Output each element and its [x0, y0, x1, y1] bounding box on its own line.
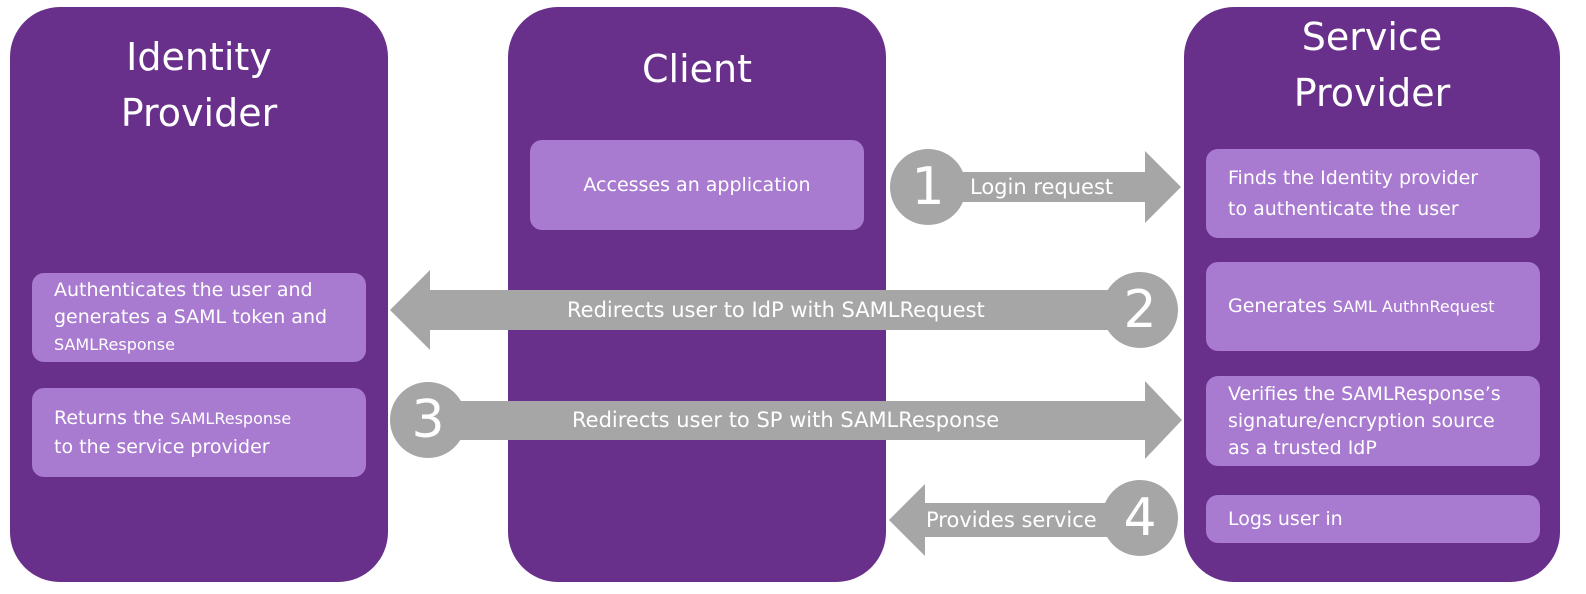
step-4-label: Provides service: [926, 508, 1097, 532]
arrow-step-3: [430, 381, 1182, 459]
identity-provider-title: Identity Provider: [120, 35, 278, 135]
step-1-label: Login request: [970, 175, 1114, 199]
arrow-step-1: [924, 151, 1181, 223]
step-4-circle: [1102, 480, 1178, 556]
step-1-number: 1: [911, 157, 945, 217]
sp-find-idp-box: Finds the Identity provider to authentic…: [1206, 149, 1540, 238]
step-1-circle: [890, 149, 966, 225]
step-2-number: 2: [1123, 280, 1157, 340]
idp-return-box: Returns the SAMLResponse to the service …: [32, 388, 366, 477]
client-title: Client: [641, 47, 752, 91]
sp-logs-user-in-box: Logs user in: [1206, 495, 1540, 543]
service-provider-title: Service Provider: [1293, 15, 1451, 115]
sp-generate-request-box: Generates SAML AuthnRequest: [1206, 262, 1540, 351]
step-3-label: Redirects user to SP with SAMLResponse: [572, 408, 1000, 432]
step-2-label: Redirects user to IdP with SAMLRequest: [567, 298, 985, 322]
idp-authenticate-box: Authenticates the user and generates a S…: [32, 273, 366, 362]
client-access-box: Accesses an application: [530, 140, 864, 230]
sp-verify-box: Verifies the SAMLResponse’s signature/en…: [1206, 376, 1540, 466]
step-3-circle: [390, 382, 466, 458]
arrow-step-4: [889, 484, 1140, 556]
step-2-circle: [1102, 272, 1178, 348]
step-3-number: 3: [411, 390, 445, 450]
arrow-step-2: [390, 270, 1140, 350]
step-4-number: 4: [1123, 488, 1157, 548]
